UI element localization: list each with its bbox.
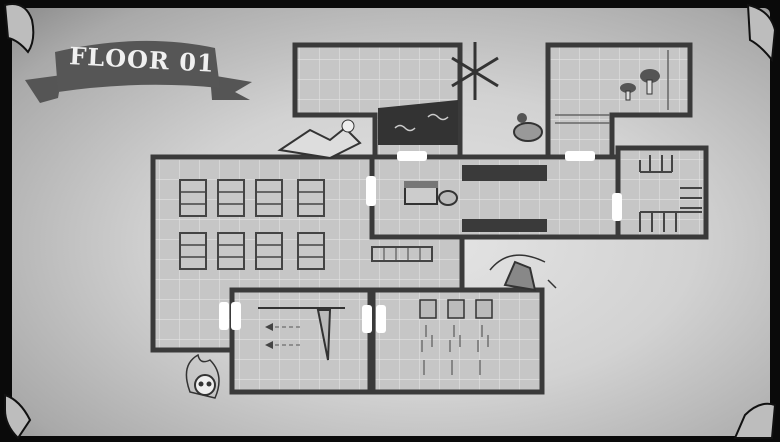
bookshelf-icon — [179, 179, 207, 217]
door — [366, 176, 376, 206]
bookshelf-icon — [297, 179, 325, 217]
counter-bottom — [462, 219, 547, 232]
scroll-curl-icon — [733, 402, 777, 439]
pot-icon — [438, 190, 458, 206]
doors — [219, 151, 622, 333]
crystal-icon — [489, 254, 557, 292]
bookshelf-icon — [255, 179, 283, 217]
scroll-curl-icon — [746, 3, 777, 63]
door — [231, 302, 241, 330]
scroll-curl-icon — [4, 393, 32, 440]
mushroom-icon — [620, 69, 660, 101]
door — [565, 151, 595, 161]
bench — [371, 246, 433, 262]
floor-banner — [25, 40, 252, 103]
water-pool — [378, 100, 458, 145]
falling-block-icon — [475, 299, 493, 375]
open-book-icon — [277, 119, 362, 160]
bookshelf-icon — [217, 179, 245, 217]
counter-top — [462, 165, 547, 181]
falling-blocks — [419, 299, 493, 375]
door — [376, 305, 386, 333]
falling-block-icon — [419, 299, 437, 375]
door — [362, 305, 372, 333]
shop-stall-icon — [404, 181, 438, 205]
scroll-curl-icon — [3, 3, 35, 54]
fish-icon — [513, 113, 543, 142]
bookshelf-icon — [297, 232, 325, 270]
door — [397, 151, 427, 161]
bookshelves — [179, 179, 325, 270]
door — [219, 302, 229, 330]
room-blade-trap-room[interactable] — [229, 287, 373, 395]
bookshelf-icon — [179, 232, 207, 270]
flaming-skull-icon — [185, 353, 220, 399]
door — [612, 193, 622, 221]
snowflake-icon — [451, 42, 499, 100]
bookshelf-icon — [217, 232, 245, 270]
blade-trap-icon — [258, 307, 345, 361]
stairs-icon — [639, 155, 702, 232]
falling-block-icon — [447, 299, 465, 375]
bookshelf-icon — [255, 232, 283, 270]
